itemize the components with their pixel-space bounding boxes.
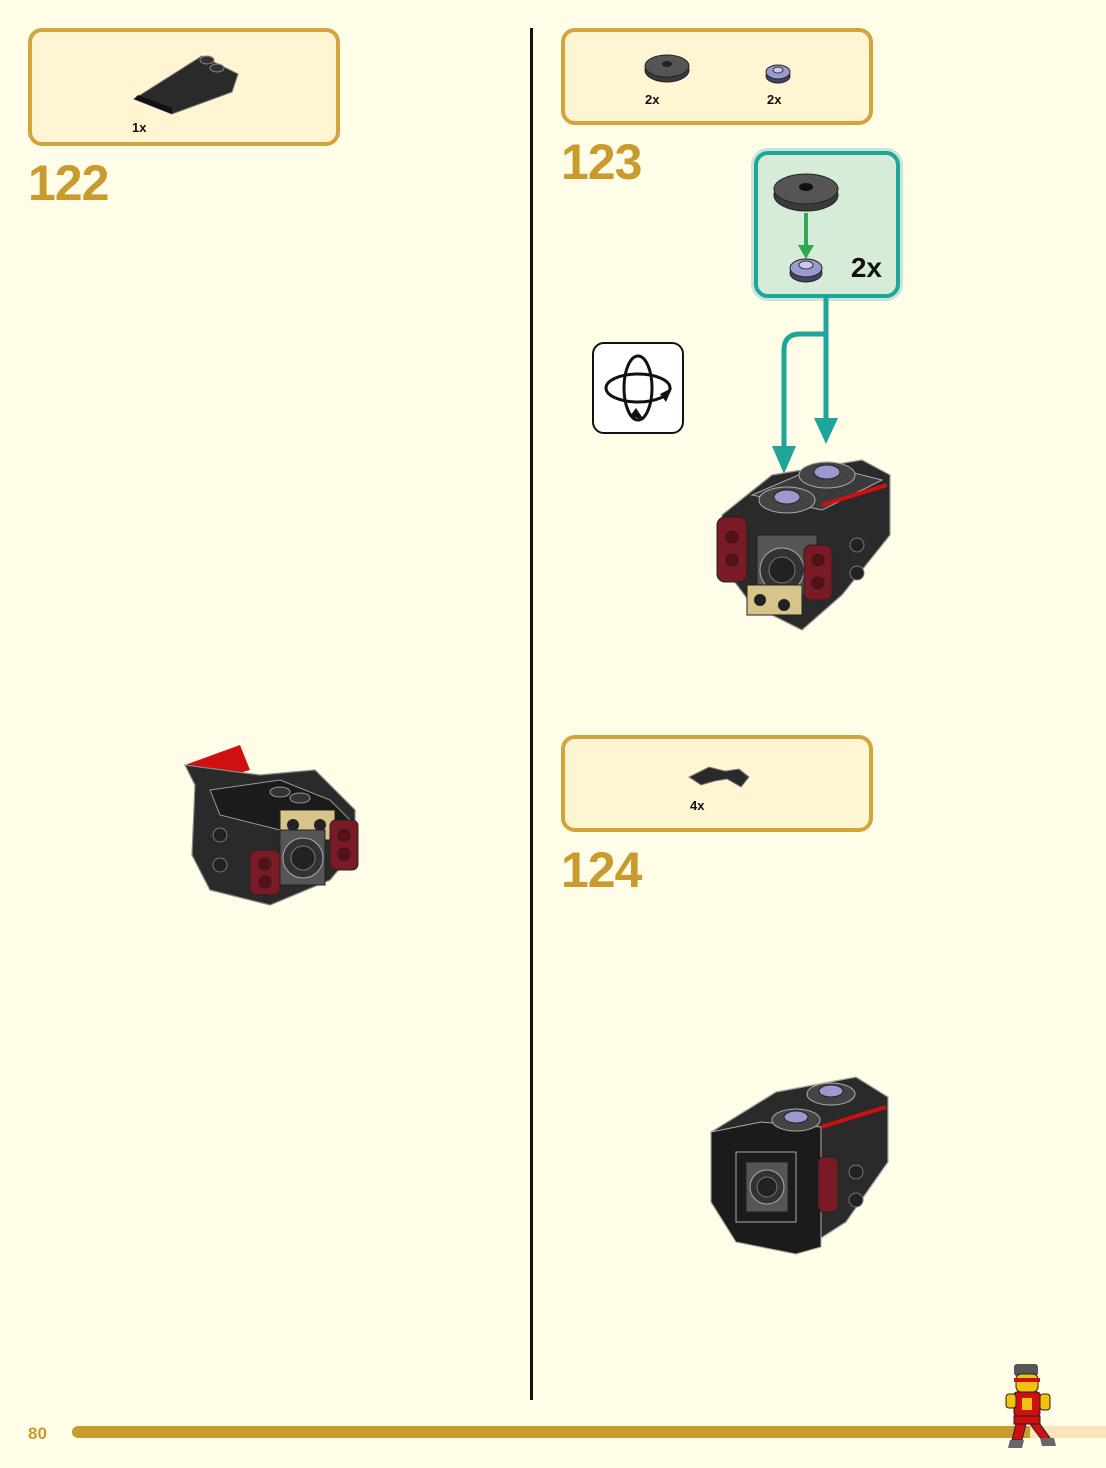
- step-number-123: 123: [561, 134, 642, 190]
- parts-list-step-122: 1x: [28, 28, 340, 146]
- part-quantity: 2x: [645, 92, 660, 107]
- column-divider: [530, 28, 533, 1400]
- assembly-model-step-124: [710, 1076, 889, 1255]
- step-number-122: 122: [28, 155, 109, 211]
- black-wedge-plate-icon: [132, 55, 239, 115]
- part-quantity: 2x: [767, 92, 782, 107]
- assembly-model-step-123: [716, 459, 891, 631]
- page-number: 80: [28, 1424, 47, 1443]
- step-number-124: 124: [561, 842, 642, 898]
- sub-assembly-callout: 2x: [754, 151, 900, 298]
- callout-pointer-arrows: [772, 298, 838, 474]
- rotate-model-icon: [592, 342, 684, 434]
- minifigure-mascot-icon: [1005, 1364, 1056, 1448]
- lavender-round-plate-icon: [765, 64, 791, 84]
- callout-quantity: 2x: [850, 252, 882, 283]
- black-curved-tile-icon: [688, 766, 750, 788]
- footer-progress-bar: [72, 1426, 1030, 1438]
- assembly-model-step-122: [183, 745, 359, 906]
- part-quantity: 1x: [132, 120, 147, 135]
- parts-list-step-124: 4x: [561, 735, 873, 832]
- sub-assembly-diagram: [773, 173, 839, 283]
- parts-list-step-123: 2x 2x: [561, 28, 873, 125]
- footer-bar-tail: [1030, 1426, 1106, 1438]
- part-quantity: 4x: [690, 798, 705, 813]
- black-round-tile-icon: [644, 54, 690, 83]
